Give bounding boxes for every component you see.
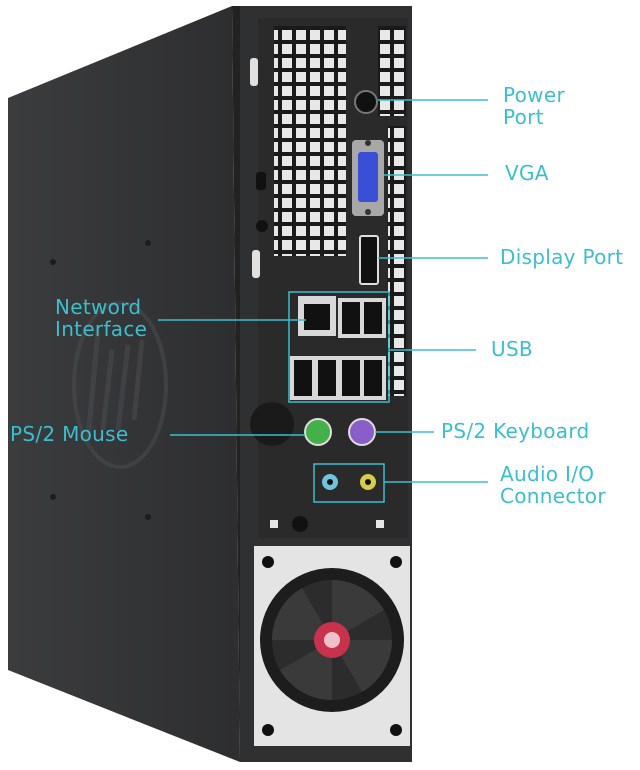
vent-grille-right <box>378 26 406 116</box>
label-vga: VGA <box>505 161 549 185</box>
label-audio-io: Audio I/O Connector <box>500 463 606 507</box>
display-port <box>359 235 379 285</box>
panel-screws <box>270 516 384 532</box>
power-port <box>354 90 378 114</box>
callout-lines <box>158 99 488 483</box>
vent-grille <box>274 26 346 256</box>
label-network-line1: Netword <box>55 295 142 319</box>
ps2-mouse-port <box>304 418 332 446</box>
label-power-port: Power Port <box>503 84 565 128</box>
label-audio-line1: Audio I/O <box>500 462 595 486</box>
label-ps2-mouse: PS/2 Mouse <box>10 422 129 446</box>
audio-jacks <box>313 463 385 503</box>
hp-logo <box>72 301 168 469</box>
usb-ports <box>290 298 386 400</box>
side-screws <box>50 240 151 520</box>
usb-highlight-box <box>288 291 390 403</box>
expansion-slots <box>250 58 268 278</box>
label-audio-line2: Connector <box>500 484 606 508</box>
vga-port <box>352 140 384 216</box>
security-knob <box>250 402 294 446</box>
label-display-port: Display Port <box>500 245 624 269</box>
label-usb: USB <box>491 337 533 361</box>
network-port <box>298 296 336 336</box>
label-network-interface: Netword Interface <box>55 296 147 340</box>
ps2-keyboard-port <box>348 418 376 446</box>
label-power-port-line2: Port <box>503 105 544 129</box>
label-network-line2: Interface <box>55 317 148 341</box>
vent-column <box>388 126 406 396</box>
fan-icon <box>254 546 410 746</box>
label-power-port-line1: Power <box>503 83 565 107</box>
label-ps2-keyboard: PS/2 Keyboard <box>441 419 590 443</box>
